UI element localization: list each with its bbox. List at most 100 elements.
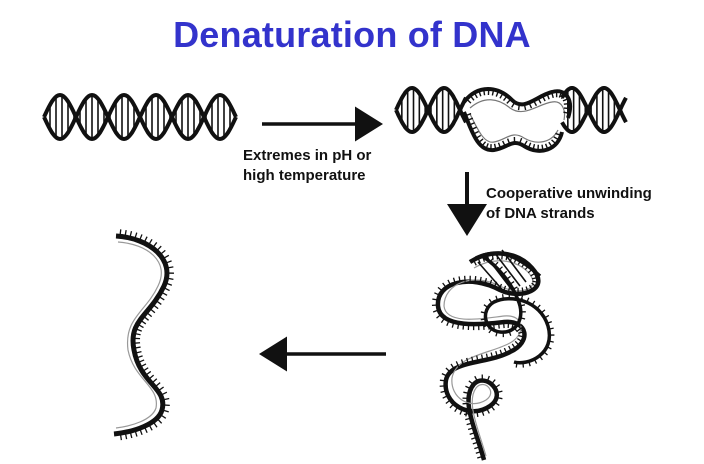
base-tick [517, 322, 523, 327]
base-tick [160, 391, 168, 396]
base-tick [515, 362, 518, 368]
base-tick [562, 98, 569, 102]
base-tick [489, 257, 494, 263]
base-tick [469, 95, 475, 101]
base-tick [143, 236, 148, 244]
base-tick [488, 328, 493, 334]
base-tick [538, 355, 543, 361]
base-tick [563, 102, 570, 105]
base-tick [460, 359, 465, 366]
base-tick [541, 95, 546, 102]
base-tick [507, 286, 511, 294]
base-tick [516, 337, 523, 343]
base-tick [495, 295, 499, 301]
base-tick [141, 367, 149, 373]
base-tick [434, 292, 441, 296]
base-tick [518, 335, 525, 338]
base-tick [134, 232, 138, 240]
condition-line-1: Extremes in pH or [243, 147, 372, 164]
base-tick [509, 255, 513, 262]
base-tick [548, 327, 554, 330]
base-tick [449, 403, 455, 409]
base-tick [134, 350, 142, 354]
base-tick [152, 303, 159, 310]
base-tick [531, 276, 538, 280]
base-tick [490, 379, 496, 385]
base-tick [493, 401, 500, 406]
base-tick [485, 143, 489, 150]
base-tick [134, 328, 142, 332]
base-tick [530, 272, 537, 277]
base-tick [495, 351, 499, 358]
base-tick [528, 284, 534, 291]
base-tick [457, 322, 460, 329]
base-tick [465, 385, 472, 390]
base-tick [155, 299, 162, 305]
base-tick [513, 256, 518, 263]
base-tick [505, 254, 508, 261]
base-tick [498, 266, 503, 271]
base-tick [499, 349, 503, 356]
base-tick [432, 298, 439, 301]
base-tick [514, 340, 520, 347]
base-tick [548, 141, 553, 148]
base-tick [466, 357, 469, 364]
base-tick [488, 298, 493, 304]
base-tick [139, 363, 147, 368]
base-tick [508, 345, 512, 352]
base-tick [124, 230, 127, 238]
base-tick [501, 253, 503, 260]
base-tick [493, 143, 497, 150]
base-tick [143, 426, 148, 434]
base-tick [553, 136, 560, 141]
base-tick [159, 413, 167, 419]
base-tick [439, 379, 446, 382]
base-tick [513, 327, 518, 333]
base-tick [502, 285, 507, 292]
base-tick [154, 382, 161, 388]
base-tick [563, 111, 570, 115]
base-tick [477, 138, 484, 144]
base-tick [483, 324, 489, 328]
base-tick [432, 309, 440, 313]
base-tick [533, 358, 538, 364]
base-tick [463, 407, 470, 410]
single-strand-icon [113, 229, 174, 441]
base-tick [512, 286, 518, 290]
base-tick [490, 405, 495, 411]
base-tick [166, 277, 174, 281]
base-tick [501, 294, 504, 300]
base-tick [466, 422, 473, 426]
base-tick [532, 143, 536, 151]
base-tick [511, 322, 515, 329]
base-tick [465, 112, 472, 117]
base-tick [528, 361, 531, 367]
base-tick [476, 355, 479, 362]
base-tick [524, 264, 530, 271]
base-tick [455, 361, 460, 368]
base-tick [516, 327, 523, 332]
base-tick [157, 386, 164, 392]
base-tick [162, 254, 170, 260]
base-tick [551, 139, 557, 145]
base-tick [445, 399, 452, 404]
base-tick [502, 140, 506, 147]
base-tick [511, 101, 516, 108]
base-tick [164, 260, 172, 264]
base-tick [520, 317, 526, 320]
base-tick [502, 270, 508, 276]
base-tick [486, 375, 490, 382]
base-tick [442, 282, 447, 289]
base-tick [158, 295, 165, 301]
base-tick [546, 320, 552, 324]
base-tick [137, 323, 144, 329]
base-tick [160, 291, 168, 296]
base-tick [540, 309, 546, 314]
base-tick [436, 313, 442, 319]
base-tick [527, 142, 532, 149]
base-tick [481, 409, 485, 416]
unwinding-line-1: Cooperative unwinding [486, 185, 652, 202]
base-tick [440, 390, 447, 394]
base-tick [475, 450, 482, 454]
